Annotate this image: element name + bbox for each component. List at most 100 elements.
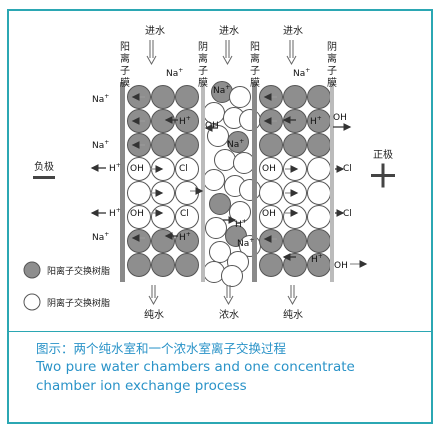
anion-resin-bead	[205, 217, 227, 239]
anion-resin-bead	[259, 205, 283, 229]
anion-resin-bead	[127, 205, 151, 229]
na-ion-label: Na+	[293, 67, 310, 79]
inlet-right-arrow-head	[286, 55, 297, 66]
cl-ion-label: Cl	[179, 164, 188, 174]
inlet-left-label: 进水	[145, 25, 165, 37]
anion-resin-bead	[175, 157, 199, 181]
outlet-right-arrow-shaft	[290, 285, 295, 298]
cation-resin-legend-label: 阳离子交换树脂	[47, 265, 110, 277]
oh-ion-label: OH	[334, 261, 348, 271]
oh-ion-label: OH	[262, 164, 276, 174]
cation-resin-bead	[307, 133, 331, 157]
membrane-label-1: 阳离子膜	[120, 41, 130, 89]
membrane-label-3: 阳离子膜	[250, 41, 260, 89]
negative-electrode-symbol	[33, 176, 55, 179]
cation-resin-bead	[151, 229, 175, 253]
caption-english-line1: Two pure water chambers and one concentr…	[36, 359, 355, 375]
anion-resin-bead	[229, 86, 251, 108]
cation-membrane-left	[120, 82, 125, 282]
anion-resin-bead	[307, 181, 331, 205]
anion-resin-bead	[207, 125, 229, 147]
ion-exchange-diagram: 阳离子膜 阴离子膜 阳离子膜 阴离子膜 进水 进水 进水 纯水 浓水 纯水 负极…	[23, 25, 395, 321]
anion-resin-legend-label: 阴离子交换树脂	[47, 297, 110, 309]
outlet-center-label: 浓水	[219, 309, 239, 321]
left-chamber-resin-beads	[127, 85, 199, 277]
na-ion-label: Na+	[166, 67, 183, 79]
anion-resin-bead	[175, 181, 199, 205]
cation-resin-bead	[127, 229, 151, 253]
cl-ion-label: Cl	[343, 209, 352, 219]
anion-resin-legend-swatch	[23, 293, 41, 311]
cation-resin-bead	[259, 133, 283, 157]
anion-resin-bead	[151, 205, 175, 229]
anion-resin-bead	[209, 241, 231, 263]
cation-resin-bead	[283, 133, 307, 157]
inlet-left-arrow-head	[146, 55, 157, 66]
cation-resin-bead	[209, 193, 231, 215]
cation-resin-bead	[175, 109, 199, 133]
cation-resin-bead	[151, 85, 175, 109]
oh-ion-label: OH	[130, 164, 144, 174]
na-ion-label: Na+	[92, 93, 109, 105]
h-ion-label: H+	[179, 231, 191, 243]
h-ion-label: H+	[179, 115, 191, 127]
cation-resin-bead	[307, 229, 331, 253]
oh-ion-label: OH	[262, 209, 276, 219]
figure-frame	[7, 9, 433, 424]
caption-english-line2: chamber ion exchange process	[36, 378, 247, 394]
cl-ion-label: Cl	[343, 164, 352, 174]
inlet-left-arrow-shaft	[149, 40, 154, 58]
anion-resin-bead	[175, 205, 199, 229]
h-ion-label: H+	[235, 218, 247, 230]
h-ion-label: H+	[109, 162, 121, 174]
figure-caption: 图示：两个纯水室和一个浓水室离子交换过程 Two pure water cham…	[36, 340, 428, 396]
anion-resin-bead	[307, 205, 331, 229]
h-ion-label: H+	[109, 207, 121, 219]
cation-resin-bead	[151, 253, 175, 277]
inlet-right-label: 进水	[283, 25, 303, 37]
cation-resin-bead	[151, 133, 175, 157]
membrane-label-4: 阴离子膜	[327, 41, 337, 89]
anion-resin-bead	[259, 157, 283, 181]
cation-resin-bead	[175, 133, 199, 157]
outlet-right-arrow-head	[287, 295, 298, 306]
anion-resin-bead	[127, 181, 151, 205]
na-ion-label: Na+	[227, 138, 244, 150]
cation-resin-bead	[175, 229, 199, 253]
oh-ion-label: OH	[130, 209, 144, 219]
h-ion-label: H+	[311, 253, 323, 265]
oh-ion-label: OH	[205, 121, 219, 131]
cation-resin-bead	[227, 131, 249, 153]
negative-electrode-label: 负极	[34, 160, 54, 173]
anion-membrane-left	[201, 82, 205, 282]
cation-resin-bead	[259, 253, 283, 277]
anion-resin-bead	[239, 179, 261, 201]
na-ion-label: Na+	[237, 237, 254, 249]
cl-ion-label: Cl	[180, 209, 189, 219]
outlet-left-arrow-head	[148, 295, 159, 306]
right-chamber-resin-beads	[259, 85, 331, 277]
na-ion-label: Na+	[92, 231, 109, 243]
anion-resin-bead	[259, 181, 283, 205]
outlet-right-label: 纯水	[283, 308, 303, 321]
h-ion-label: H+	[310, 115, 322, 127]
na-ion-label: Na+	[213, 84, 230, 96]
cation-resin-bead	[259, 229, 283, 253]
cation-resin-bead	[175, 85, 199, 109]
inlet-center-arrow-shaft	[225, 40, 230, 58]
cation-resin-bead	[151, 109, 175, 133]
inlet-right-arrow-shaft	[289, 40, 294, 58]
cation-resin-bead	[283, 109, 307, 133]
anion-resin-bead	[203, 169, 225, 191]
outlet-left-arrow-shaft	[151, 285, 156, 298]
anion-membrane-right	[330, 82, 334, 282]
positive-electrode-label: 正极	[373, 148, 393, 161]
membrane-label-2: 阴离子膜	[198, 41, 208, 89]
anion-resin-bead	[283, 205, 307, 229]
caption-chinese: 图示：两个纯水室和一个浓水室离子交换过程	[36, 341, 287, 356]
na-ion-label: Na+	[92, 139, 109, 151]
center-chamber-resin-beads	[203, 81, 261, 287]
anion-resin-bead	[203, 261, 225, 283]
outlet-center-arrow-head	[223, 295, 234, 306]
anion-resin-bead	[221, 265, 243, 287]
